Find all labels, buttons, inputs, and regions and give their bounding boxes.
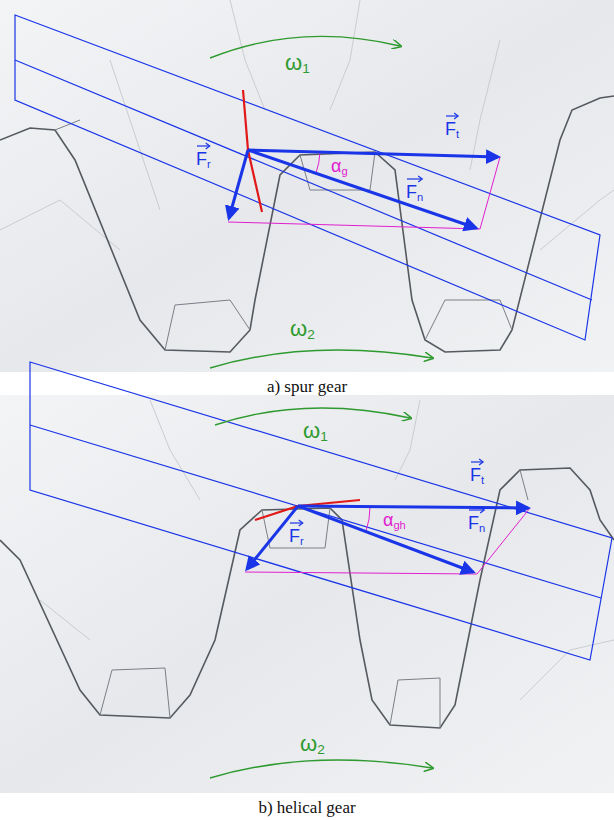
vector-arrow-head bbox=[454, 113, 458, 119]
panel-ground bbox=[0, 0, 614, 372]
vector-arrow-shaft bbox=[469, 509, 484, 510]
force-label: Ft bbox=[445, 120, 459, 140]
vector-arrow-head bbox=[418, 176, 422, 182]
force-label: Fn bbox=[406, 183, 423, 203]
panel-caption: b) helical gear bbox=[258, 799, 355, 816]
vector-arrow bbox=[468, 507, 485, 513]
rotation-label: ω1 bbox=[285, 52, 310, 76]
rotation-arrow bbox=[210, 36, 432, 368]
vector-arrow-head bbox=[206, 143, 210, 149]
vector-arrow-head bbox=[480, 507, 484, 513]
vector-arrow bbox=[445, 113, 459, 119]
vector-arrow-shaft bbox=[471, 461, 483, 462]
force-vector bbox=[247, 506, 528, 572]
rotation-label: ω2 bbox=[300, 733, 325, 757]
tooth-profile bbox=[0, 468, 614, 728]
vector-arrow-head bbox=[299, 520, 303, 526]
force-label: Fr bbox=[196, 150, 211, 170]
vector-arrow bbox=[289, 520, 304, 526]
ghost-gear bbox=[40, 400, 614, 700]
pressure-plane bbox=[15, 15, 600, 340]
vector-arrow-head bbox=[479, 459, 483, 465]
vector-arrow bbox=[470, 459, 484, 465]
force-construction bbox=[245, 507, 530, 574]
pressure-plane bbox=[30, 362, 612, 660]
force-label: Fn bbox=[468, 514, 485, 534]
angle-label: αgh bbox=[383, 511, 406, 531]
vector-arrow-shaft bbox=[197, 145, 210, 146]
tooth-edges bbox=[100, 470, 528, 728]
force-vector bbox=[229, 150, 498, 228]
rotation-label: ω2 bbox=[290, 318, 315, 342]
vector-arrow bbox=[196, 143, 211, 149]
force-label: Fr bbox=[289, 527, 304, 547]
force-label: Ft bbox=[470, 466, 484, 486]
vector-arrow bbox=[406, 176, 423, 182]
angle-label: αg bbox=[331, 157, 348, 177]
vector-arrow-shaft bbox=[290, 522, 303, 523]
vector-arrow-shaft bbox=[407, 178, 422, 179]
rotation-label: ω1 bbox=[303, 420, 328, 444]
panel-ground bbox=[0, 395, 614, 793]
panel-caption: a) spur gear bbox=[267, 378, 347, 395]
tooth-edges bbox=[55, 120, 512, 350]
vector-arrow-shaft bbox=[446, 115, 458, 116]
rotation-arrow bbox=[210, 408, 432, 778]
